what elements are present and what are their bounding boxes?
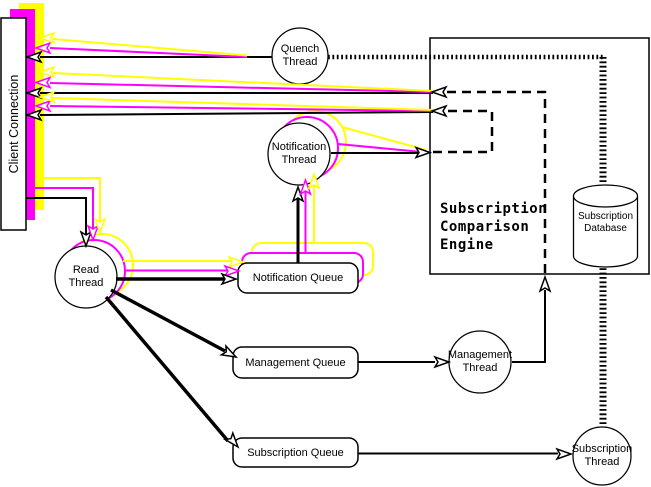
read-to-mgmtqueue	[110, 288, 226, 353]
engine-dashed-path-management	[447, 90, 547, 274]
client-layer-front	[0, 17, 27, 231]
quench-to-client-yellow	[52, 38, 248, 57]
engine-to-client-magenta-3	[49, 105, 434, 112]
engine-to-client-magenta-2	[49, 82, 434, 93]
engine-dashed-path-notification	[433, 109, 494, 154]
subscription-thread-node	[572, 426, 632, 486]
engine-to-client-yellow-2	[52, 72, 434, 92]
subscription-queue-node	[232, 437, 359, 468]
subscription-database-cylinder	[572, 184, 639, 268]
notifthread-to-engine-yellow	[341, 126, 427, 151]
quench-thread-node	[271, 27, 329, 85]
engine-to-client-yellow-3	[52, 97, 434, 111]
client-to-read-black	[26, 197, 87, 235]
read-to-subqueue	[104, 295, 230, 443]
client-to-read-magenta	[35, 187, 94, 229]
quench-to-client-magenta	[49, 47, 248, 58]
notifthread-to-engine-magenta	[337, 143, 423, 153]
client-to-read-yellow	[44, 177, 101, 222]
management-queue-node	[232, 346, 359, 379]
management-thread-node	[448, 330, 512, 394]
notification-queue-node	[237, 242, 374, 294]
mgmtthread-to-engine	[512, 290, 546, 363]
engine-to-client-black-3	[39, 111, 434, 116]
notification-queue-front	[237, 262, 359, 294]
notification-thread-node	[267, 110, 347, 186]
